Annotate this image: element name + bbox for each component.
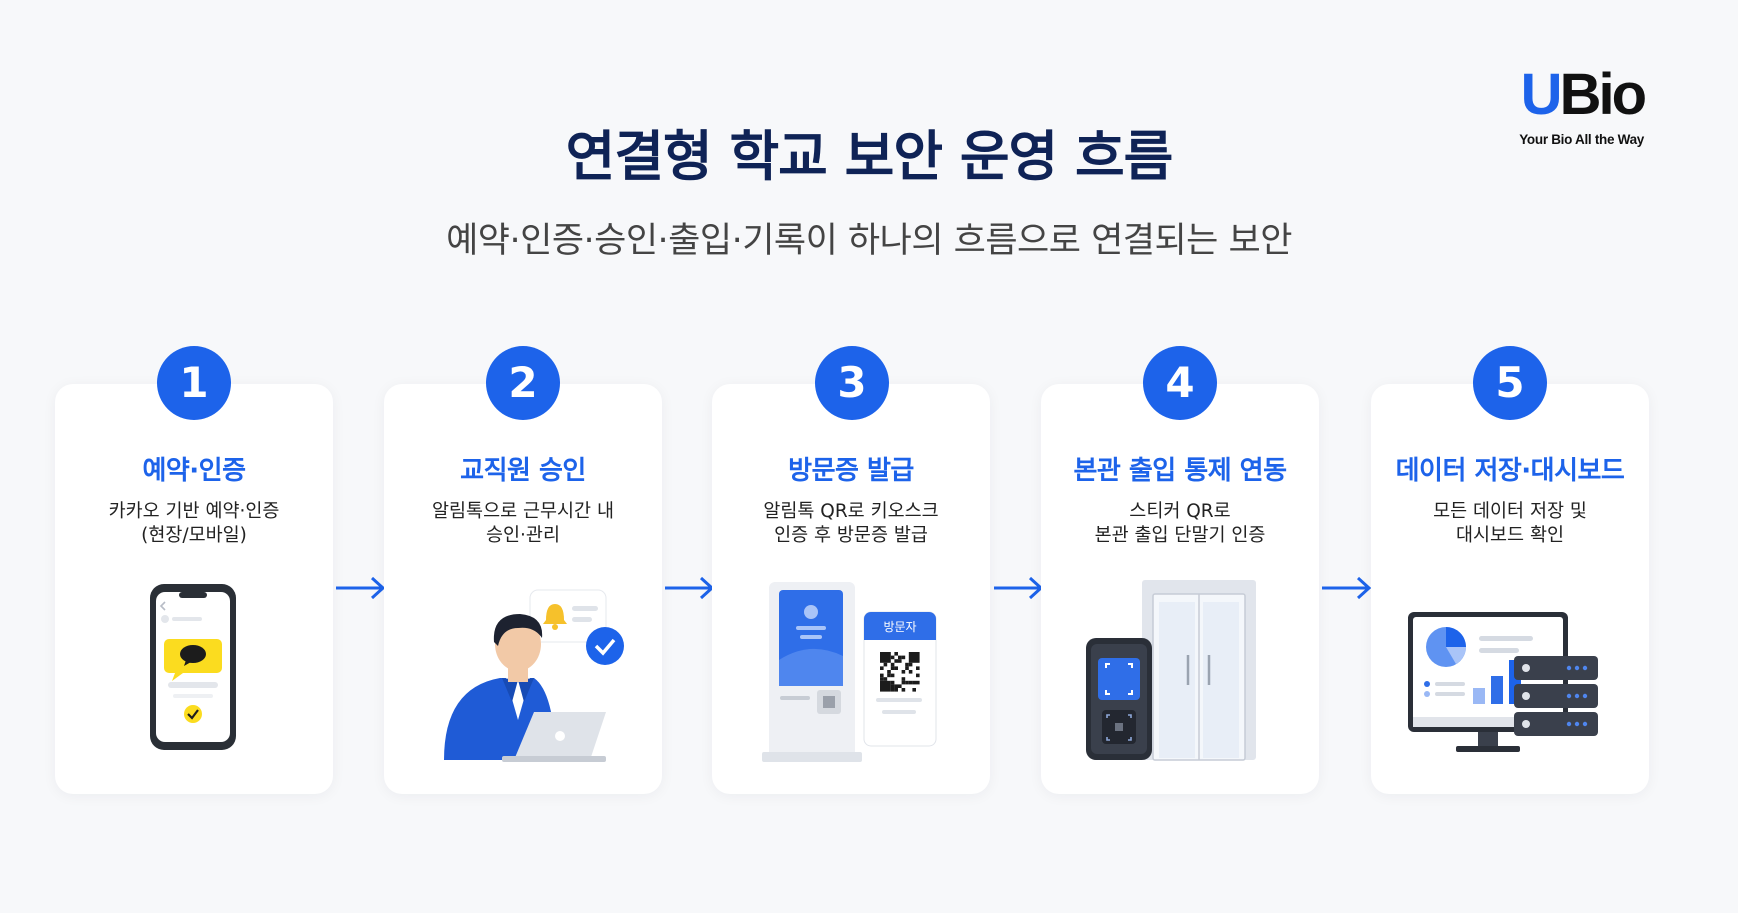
visitor-badge-label: 방문자 <box>883 620 916 634</box>
step-card-5: 데이터 저장·대시보드 모든 데이터 저장 및 대시보드 확인 <box>1371 384 1649 794</box>
step-description: 스티커 QR로 본관 출입 단말기 인증 <box>1094 501 1266 546</box>
step-card-1: 예약·인증 카카오 기반 예약·인증 (현장/모바일) <box>55 384 333 794</box>
step-number-3: 3 <box>815 346 889 420</box>
kiosk-badge-icon: 방문자 <box>762 582 937 762</box>
step-card-2: 교직원 승인 알림톡으로 근무시간 내 승인·관리 <box>384 384 662 794</box>
step-description: 모든 데이터 저장 및 대시보드 확인 <box>1433 501 1587 546</box>
step-title: 교직원 승인 <box>460 456 586 486</box>
arrow-right-icon <box>1322 576 1372 600</box>
step-description: 알림톡 QR로 키오스크 인증 후 방문증 발급 <box>763 501 939 546</box>
arrow-right-icon <box>994 576 1044 600</box>
step-title: 데이터 저장·대시보드 <box>1395 456 1625 486</box>
arrow-right-icon <box>665 576 715 600</box>
step-title: 방문증 발급 <box>788 456 914 486</box>
logo-tagline: Your Bio All the Way <box>1519 132 1644 147</box>
step-number-4: 4 <box>1143 346 1217 420</box>
step-description: 알림톡으로 근무시간 내 승인·관리 <box>432 501 614 546</box>
step-number-2: 2 <box>486 346 560 420</box>
staff-approval-icon <box>444 589 624 762</box>
step-description: 카카오 기반 예약·인증 (현장/모바일) <box>108 501 280 546</box>
step-title: 본관 출입 통제 연동 <box>1073 456 1287 486</box>
page-title: 연결형 학교 보안 운영 흐름 <box>565 125 1174 188</box>
step-number-5: 5 <box>1473 346 1547 420</box>
dashboard-server-icon <box>1408 612 1598 752</box>
server-rack-icon <box>1514 656 1598 736</box>
logo-mark: UBio <box>1520 62 1647 127</box>
step-card-3: 방문증 발급 알림톡 QR로 키오스크 인증 후 방문증 발급 방문자 <box>712 384 990 794</box>
arrow-right-icon <box>336 576 386 600</box>
access-terminal-door-icon <box>1086 580 1256 761</box>
step-number-1: 1 <box>157 346 231 420</box>
smartphone-kakao-icon <box>150 584 236 750</box>
step-card-4: 본관 출입 통제 연동 스티커 QR로 본관 출입 단말기 인증 <box>1041 384 1319 794</box>
qr-code-icon <box>880 652 920 692</box>
step-title: 예약·인증 <box>142 456 246 486</box>
ubio-logo: UBio Your Bio All the Way <box>1494 62 1647 148</box>
page-subtitle: 예약·인증·승인·출입·기록이 하나의 흐름으로 연결되는 보안 <box>446 221 1292 261</box>
